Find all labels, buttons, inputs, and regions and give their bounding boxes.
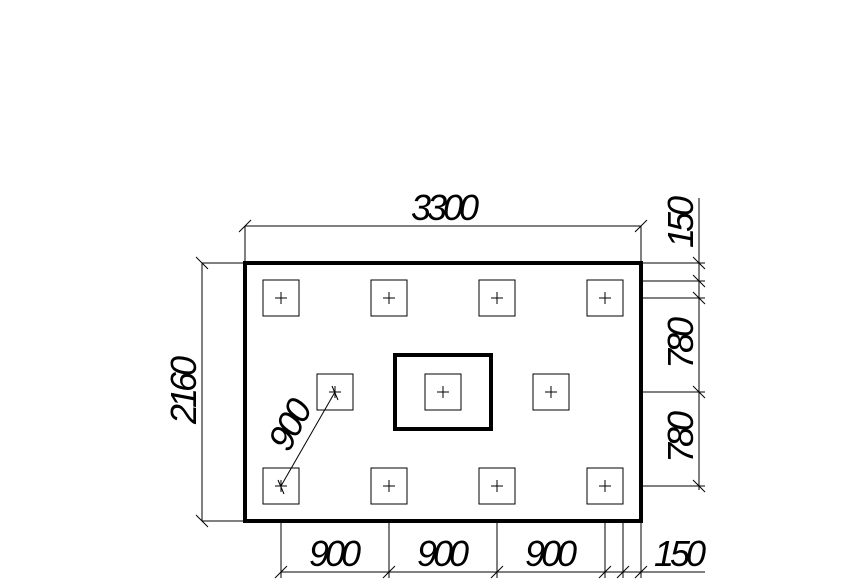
- dimension-right: 150 780 780: [641, 196, 706, 493]
- pile: [586, 467, 624, 505]
- dim-right-spacing-2: 780: [660, 411, 701, 463]
- pile: [586, 279, 624, 317]
- dimension-top: 3300: [238, 187, 648, 263]
- dim-overall-height: 2160: [163, 356, 204, 425]
- pile-outline: [478, 279, 516, 317]
- dim-bottom-edge: 150: [654, 533, 706, 574]
- pile-outline: [586, 467, 624, 505]
- pile-outline: [532, 373, 570, 411]
- pile: [262, 279, 300, 317]
- piles: [262, 279, 624, 505]
- pile-outline: [370, 279, 408, 317]
- pile: [370, 279, 408, 317]
- pile: [478, 279, 516, 317]
- pile-outline: [586, 279, 624, 317]
- dimension-bottom: 900 900 900 150: [274, 521, 710, 579]
- pile-outline: [478, 467, 516, 505]
- pile-outline: [262, 467, 300, 505]
- dim-bottom-spacing-1: 900: [309, 533, 361, 574]
- pile: [532, 373, 570, 411]
- dim-bottom-spacing-3: 900: [525, 533, 577, 574]
- dim-diagonal: 900: [260, 392, 321, 457]
- pile-outline: [370, 467, 408, 505]
- dimension-left: 2160: [163, 256, 245, 528]
- dim-overall-width: 3300: [411, 187, 479, 228]
- pile-outline: [424, 373, 462, 411]
- pile: [478, 467, 516, 505]
- pile-outline: [262, 279, 300, 317]
- column-outline: [393, 353, 493, 431]
- dim-right-spacing-1: 780: [660, 317, 701, 369]
- pile: [370, 467, 408, 505]
- pile: [424, 373, 462, 411]
- dim-right-edge: 150: [660, 196, 701, 248]
- dim-bottom-spacing-2: 900: [417, 533, 469, 574]
- pile-outline: [316, 373, 354, 411]
